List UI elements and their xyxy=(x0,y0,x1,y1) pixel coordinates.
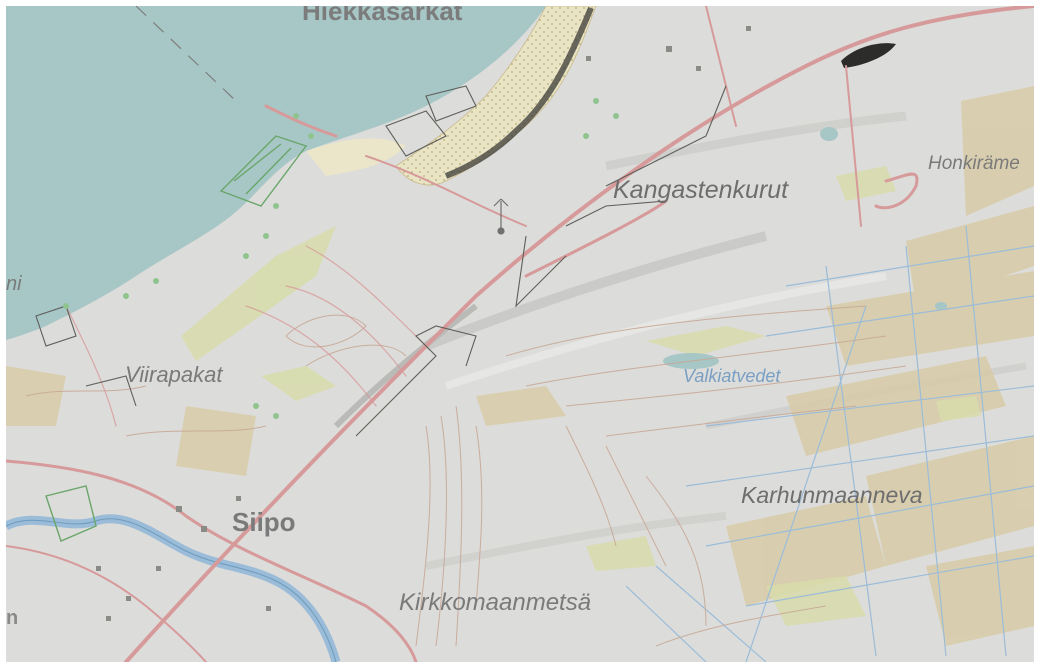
label-edge-left-top: ni xyxy=(6,273,22,295)
main-road xyxy=(124,6,1034,662)
river-outline xyxy=(6,518,337,662)
beach xyxy=(306,138,406,176)
roads xyxy=(6,6,1034,662)
tree-dots xyxy=(63,98,619,419)
secondary-road xyxy=(6,459,418,662)
label-hiekkasarkat: Hiekkasarkat xyxy=(302,6,463,26)
sand-ridge-dark-edge xyxy=(444,6,594,179)
pond-small-north xyxy=(820,127,838,141)
label-honkirame: Honkiräme xyxy=(928,153,1020,174)
topographic-map[interactable]: Hiekkasarkat Kangastenkurut Honkiräme Vi… xyxy=(6,6,1034,662)
label-kangastenkurut: Kangastenkurut xyxy=(613,176,789,204)
label-viirapakat: Viirapakat xyxy=(125,362,223,387)
ditches xyxy=(625,225,1034,662)
map-view[interactable]: Hiekkasarkat Kangastenkurut Honkiräme Vi… xyxy=(6,6,1034,662)
fenced-area xyxy=(45,135,308,542)
tracks xyxy=(35,6,727,437)
buildings xyxy=(96,26,751,621)
fields xyxy=(6,86,1034,646)
label-karhunmaanneva: Karhunmaanneva xyxy=(741,482,923,508)
label-edge-left-bottom: n xyxy=(6,607,18,629)
contours xyxy=(25,305,907,647)
sea xyxy=(6,6,546,340)
label-valkiatvedet: Valkiatvedet xyxy=(683,366,781,386)
label-kirkkomaanmetsa: Kirkkomaanmetsä xyxy=(399,589,591,616)
pond-dark-north xyxy=(841,43,896,68)
tower-symbol xyxy=(493,198,509,235)
place-labels: Hiekkasarkat Kangastenkurut Honkiräme Vi… xyxy=(6,6,1020,629)
label-siipo: Siipo xyxy=(232,507,296,537)
meadows xyxy=(181,166,981,626)
pond-small-east xyxy=(935,302,947,310)
sand-ridge xyxy=(395,6,597,186)
